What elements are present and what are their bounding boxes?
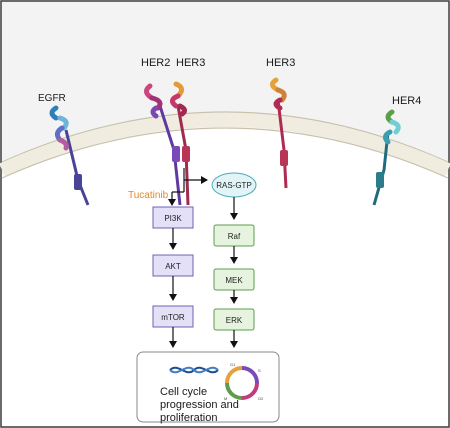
pi3k-pathway: PI3K AKT mTOR: [152, 206, 194, 348]
cell-cycle-icon: G1 S G2 M: [224, 362, 264, 401]
membrane-inner-edge: [1, 127, 449, 179]
raf-label: Raf: [228, 232, 241, 241]
her3-label: HER3: [266, 57, 295, 69]
dna-helix-icon: [169, 366, 219, 374]
pi3k-label: PI3K: [164, 214, 182, 223]
m-label: M: [224, 396, 227, 401]
mek-label: MEK: [225, 276, 243, 285]
g1-label: G1: [230, 362, 236, 367]
outcome-line-2: progression and: [160, 399, 239, 411]
outcome-box: G1 S G2 M Cell cycle progression and pro…: [136, 351, 280, 424]
erk-label: ERK: [226, 316, 243, 325]
akt-label: AKT: [165, 262, 181, 271]
egfr-receptor: [49, 105, 90, 206]
outcome-line-3: proliferation: [160, 412, 217, 424]
egfr-label: EGFR: [38, 93, 66, 104]
mapk-pathway: RAS-GTP Raf MEK ERK: [211, 172, 257, 348]
outcome-line-1: Cell cycle: [160, 386, 207, 398]
s-label: S: [258, 368, 261, 373]
her3-receptor: [270, 77, 288, 189]
her4-label: HER4: [392, 95, 421, 107]
tucatinib-label: Tucatinib: [128, 190, 169, 201]
signal-split: [168, 168, 208, 206]
her2-label: HER2: [141, 57, 170, 69]
mtor-label: mTOR: [161, 313, 185, 322]
her3-pair-label: HER3: [176, 57, 205, 69]
her4-receptor: [372, 109, 401, 206]
g2-label: G2: [258, 396, 264, 401]
ras-gtp-label: RAS-GTP: [216, 181, 252, 190]
her2-her3-dimer: [144, 81, 190, 206]
